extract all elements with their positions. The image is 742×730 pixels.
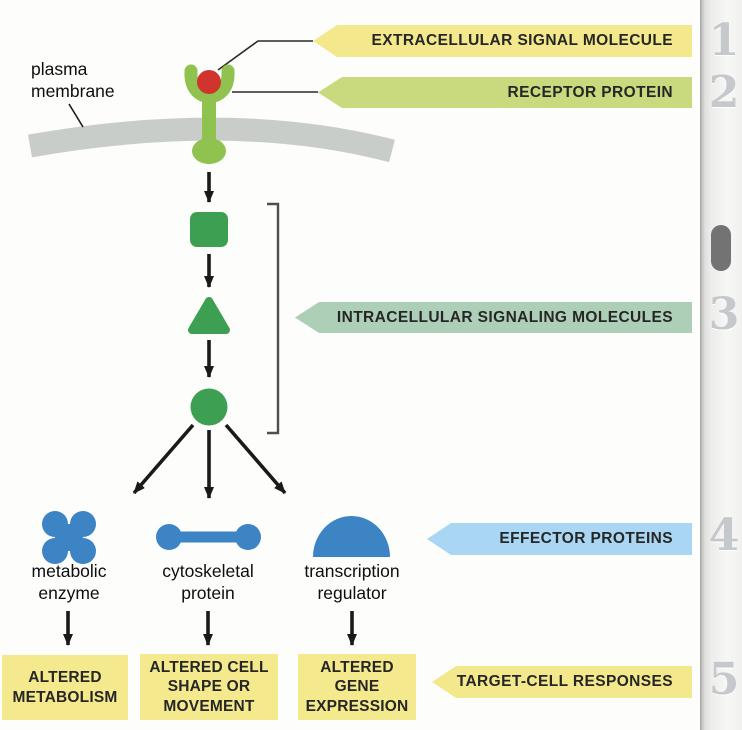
plasma-membrane-shape [28, 117, 395, 163]
step-marker-1: 1 [708, 15, 740, 66]
signaling-molecule-triangle-icon [188, 297, 230, 334]
arrow-to-metabolic-enzyme [132, 423, 195, 495]
step-marker-3: 3 [708, 289, 740, 340]
cytoskeletal-protein-label: cytoskeletal protein [162, 561, 254, 603]
receptor-protein-icon [184, 64, 235, 164]
leader-line-plasma-membrane [68, 103, 84, 128]
signaling-molecule-circle-icon [190, 388, 228, 426]
cytoskeletal-protein-icon [156, 524, 261, 550]
metabolic-enzyme-icon [42, 511, 96, 564]
banner-target-cell-responses: TARGET-CELL RESPONSES [432, 666, 692, 698]
transcription-regulator-icon [313, 516, 390, 557]
arrow-to-transcription-regulator [224, 423, 287, 495]
response-box-altered-cell-shape: ALTERED CELL SHAPE OR MOVEMENT [140, 654, 278, 720]
scroll-thumb[interactable] [711, 225, 731, 271]
plasma-membrane-label: plasma membrane [31, 59, 115, 101]
metabolic-enzyme-label: metabolic enzyme [31, 561, 107, 603]
banner-receptor-protein: RECEPTOR PROTEIN [318, 77, 692, 108]
response-box-altered-gene-expression: ALTERED GENE EXPRESSION [298, 654, 416, 720]
banner-intracellular-signaling-molecules: INTRACELLULAR SIGNALING MOLECULES [295, 302, 692, 333]
step-marker-4: 4 [708, 510, 740, 561]
response-box-altered-metabolism: ALTERED METABOLISM [2, 655, 128, 720]
step-marker-5: 5 [708, 654, 740, 705]
banner-effector-proteins: EFFECTOR PROTEINS [427, 523, 692, 555]
leader-line-signal-molecule [217, 40, 313, 71]
scrollbar-track[interactable]: 1 2 3 4 5 [700, 0, 742, 730]
bracket [267, 202, 280, 435]
transcription-regulator-label: transcription regulator [304, 561, 400, 603]
step-marker-2: 2 [708, 67, 740, 118]
banner-extracellular-signal-molecule: EXTRACELLULAR SIGNAL MOLECULE [313, 25, 692, 57]
signaling-molecule-square-icon [190, 212, 228, 247]
signal-molecule-icon [197, 70, 221, 94]
